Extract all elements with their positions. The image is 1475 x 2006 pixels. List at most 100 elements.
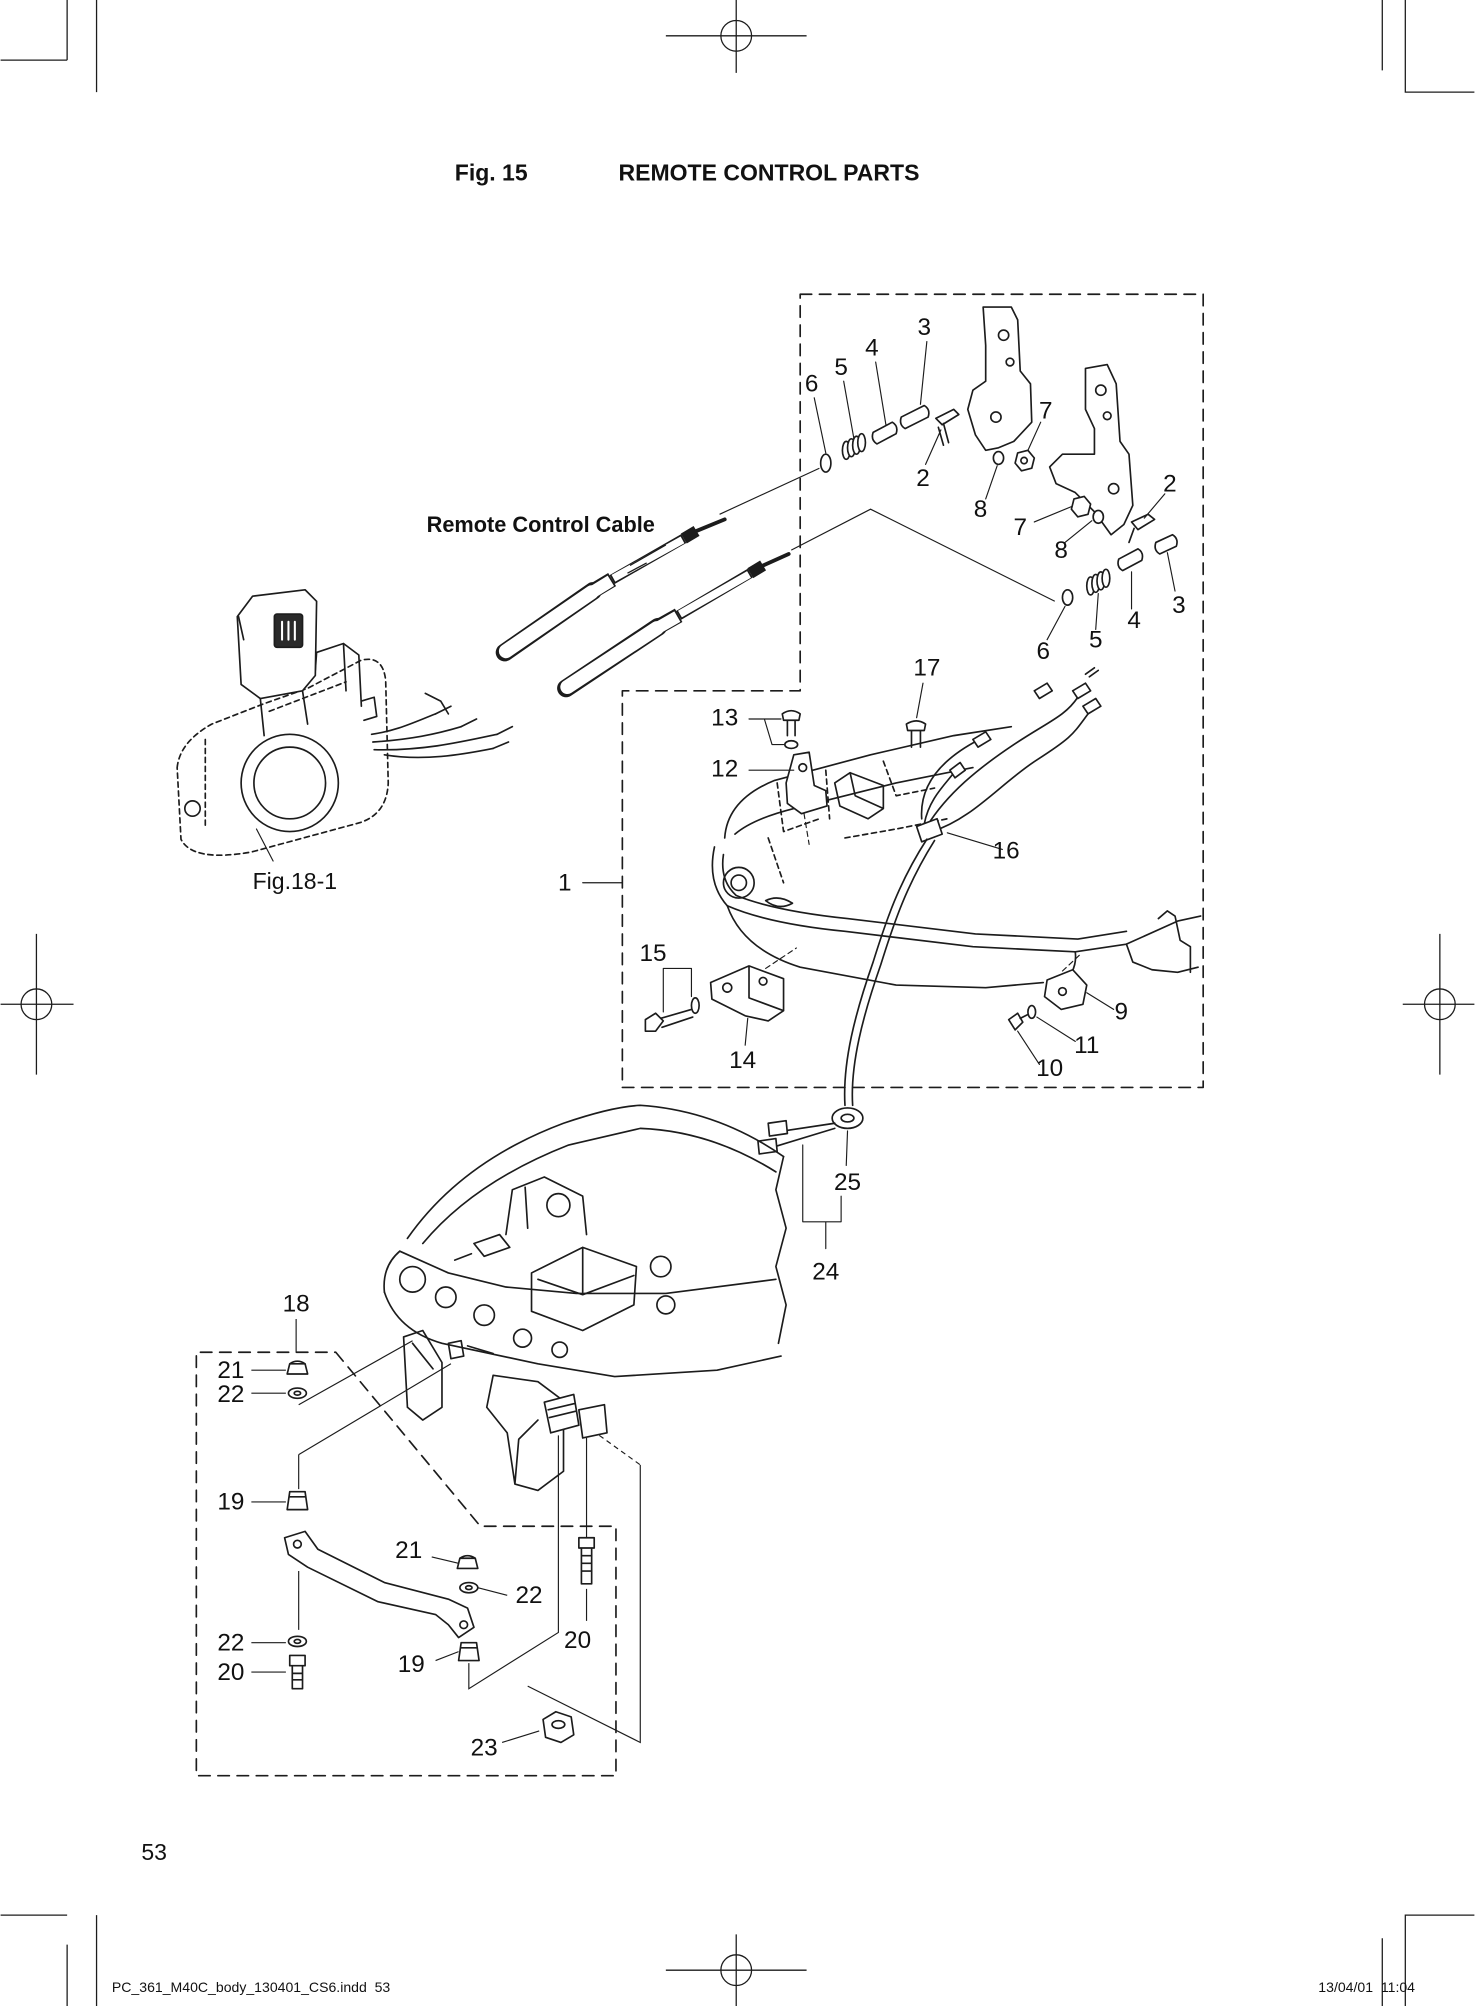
nut-21-right: [456, 1554, 479, 1570]
screw-13: [781, 709, 802, 737]
grommet-25: [831, 1107, 864, 1130]
joint-3-lower: [1154, 533, 1178, 555]
bottom-cowl-underside: [726, 904, 1077, 989]
part-callout: 19: [217, 1489, 244, 1516]
cable-to-link-leader: [719, 467, 820, 515]
bracket-leaders: [582, 682, 924, 884]
part-callout: 18: [283, 1290, 310, 1317]
cowl-drain-hole: [656, 1295, 676, 1315]
nut-7-upper: [1014, 449, 1036, 472]
lower-cowl-rim: [398, 1250, 777, 1295]
hardware-leaders-upper: [813, 341, 942, 465]
part-callout: 15: [640, 940, 667, 967]
bracket-12-mount-line: [803, 813, 810, 845]
link-arm: [283, 1530, 475, 1639]
part-callout: 7: [1013, 514, 1027, 541]
ball-joint-2-upper: [934, 408, 960, 447]
linkage-group-boundary: [195, 1318, 641, 1777]
part-callout: 12: [711, 756, 738, 783]
part-callout: 1: [558, 869, 572, 896]
part-callout: 22: [217, 1629, 244, 1656]
cable-outline: [761, 552, 791, 568]
washer-8-lower: [1092, 509, 1105, 525]
cable-end-wires: [775, 1122, 836, 1148]
part-callouts: 3 4 5 6 7 2 8 2 7 8 3 4 5 6 17 13 12 16 …: [217, 314, 1185, 1761]
part-callout: 3: [1172, 592, 1186, 619]
part-callout: 2: [916, 465, 930, 492]
remote-control-knob: [183, 800, 202, 818]
spring-5-upper: [841, 432, 867, 461]
bracket-14: [709, 965, 785, 1022]
bracket-14-hole: [721, 982, 733, 993]
crop-mark-top-left: [0, 0, 98, 93]
nut-23: [542, 1710, 575, 1744]
harness-wires: [920, 696, 1089, 833]
bracket-hole: [1102, 411, 1112, 421]
bottom-cowl-right-section: [1125, 910, 1199, 974]
crop-mark-bottom-left: [0, 1914, 98, 2006]
remote-control-wires: [370, 713, 498, 759]
part-callout: 6: [1037, 638, 1051, 665]
washer-22-left-bore: [293, 1390, 302, 1396]
remote-control-cable-callout: Remote Control Cable: [427, 512, 655, 537]
part-callout: 5: [834, 354, 848, 381]
steering-linkage: [283, 1360, 596, 1744]
upper-bracket: [966, 306, 1033, 452]
spring-5-lower: [1085, 568, 1111, 596]
bracket-14-leaders: [662, 967, 749, 1046]
lower-cowl-front: [383, 1250, 401, 1293]
swivel-bracket-right: [485, 1374, 565, 1492]
cable-to-link-leader: [790, 508, 1056, 602]
upper-mount-hole: [546, 1192, 571, 1218]
bracket-14-mount-line: [765, 947, 797, 970]
lower-cowl-inner-curve: [421, 1127, 777, 1245]
nut-7-bore: [1020, 456, 1029, 465]
print-slug-file-name: PC_361_M40C_body_130401_CS6.indd 53: [112, 1979, 391, 1995]
wire-harness: [757, 666, 1102, 1250]
part-callout: 21: [217, 1357, 244, 1384]
registration-mark-right: [1402, 933, 1475, 1075]
registration-cross: [665, 0, 807, 73]
registration-mark-top: [665, 0, 807, 73]
print-slug-timestamp: 13/04/01 11:04: [1318, 1979, 1415, 1995]
bottom-cowl-interior-block: [833, 771, 885, 820]
part-callout: 22: [515, 1582, 542, 1609]
washer-22-lower: [287, 1635, 308, 1648]
washer-22-left: [287, 1387, 308, 1400]
remote-control-dial-inner: [253, 746, 327, 820]
retainer-leaders: [1017, 992, 1115, 1065]
cowl-hole: [398, 1265, 427, 1293]
ball-joint-2-lower: [1128, 513, 1156, 544]
figure-heading: Fig. 15 REMOTE CONTROL PARTS: [455, 159, 920, 185]
washer-22-right: [459, 1581, 479, 1594]
throttle-cable: [495, 517, 727, 662]
part-callout: 8: [974, 496, 988, 523]
starter-boss: [722, 866, 755, 899]
cable-core: [611, 536, 685, 582]
remote-control-dial-outer: [240, 733, 340, 833]
screw-17: [905, 720, 927, 748]
kill-switch-cable: [843, 838, 936, 1107]
link-arm-eye: [459, 1620, 469, 1630]
part-callout: 4: [1127, 607, 1141, 634]
link-arm-eye: [292, 1539, 303, 1549]
part-callout: 22: [217, 1381, 244, 1408]
harness-connectors: [949, 682, 1102, 779]
cowl-hole: [473, 1304, 496, 1327]
joint-3-upper: [899, 404, 930, 430]
washer-6-upper: [819, 453, 832, 473]
starter-boss-center: [730, 874, 748, 892]
bottom-cowl-rim: [711, 846, 1202, 953]
part-callout: 17: [913, 654, 940, 681]
lower-bracket: [1048, 363, 1134, 536]
part-callout: 24: [812, 1258, 839, 1285]
crop-mark-top-right: [1381, 0, 1475, 93]
remote-control-cables: Remote Control Cable Fig.18-1: [253, 467, 1056, 894]
registration-cross: [665, 1934, 807, 2006]
washer-22-lower-bore: [293, 1638, 302, 1645]
washer-8-upper: [992, 450, 1005, 466]
remote-control-wire-connectors: [424, 692, 514, 750]
steering-shaft: [543, 1393, 580, 1434]
